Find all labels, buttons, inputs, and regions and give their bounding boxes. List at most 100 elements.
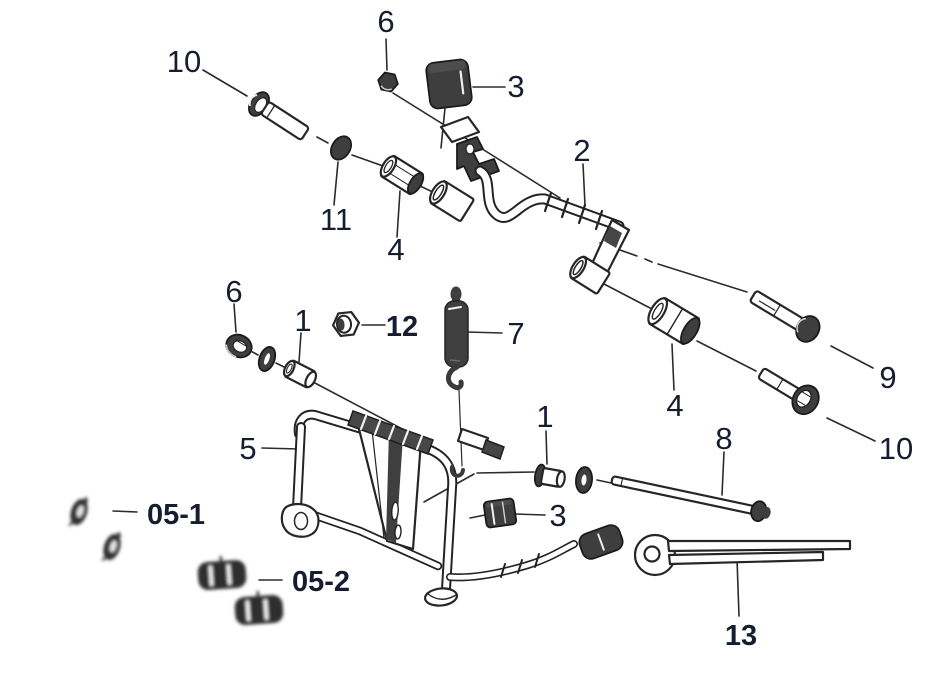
- callout-05-1: 05-1: [147, 499, 205, 531]
- spacer-end: [555, 470, 566, 488]
- nut-hex: [377, 71, 399, 93]
- bush-body: [234, 595, 284, 625]
- bush-slit-2: [226, 564, 232, 585]
- axis-c3: [312, 381, 407, 432]
- callout-7: 7: [507, 316, 524, 351]
- clip-foot: [101, 555, 107, 562]
- top-bar-hatch-3: [387, 424, 396, 441]
- leader-9: [830, 345, 874, 369]
- clip-tail: [117, 532, 121, 538]
- pedal-arm-core: [447, 541, 577, 580]
- nut-face: [232, 340, 248, 353]
- clip-foot: [68, 520, 74, 527]
- bracket-pivot-tube-left: [428, 180, 475, 222]
- bracket-pivot-tube-right: [569, 255, 611, 295]
- stand-left-foot-hole: [293, 511, 309, 531]
- clip-hole: [76, 505, 84, 518]
- spring-coil-slit-top: [448, 306, 462, 310]
- part-nut-12: [331, 310, 361, 338]
- rod-body: [610, 475, 757, 515]
- pin-upper-prong: [666, 539, 852, 553]
- callout-10-bottom: 10: [879, 431, 913, 466]
- top-bar-hatch-1: [359, 414, 368, 431]
- callout-12: 12: [386, 311, 418, 343]
- stand-left-tube-core: [294, 424, 304, 511]
- part-clip-05-1-b: [101, 532, 121, 562]
- bush-slit-1: [245, 600, 251, 621]
- part-flange-bolt-10-bottom: [757, 367, 820, 416]
- clip-tail: [84, 497, 88, 503]
- rubber-top-face: [427, 60, 466, 73]
- part-spacer-1-left: [282, 359, 318, 389]
- part-main-stand-5: [280, 409, 624, 607]
- bush-slit-2: [263, 599, 269, 620]
- leader-1-left: [298, 332, 302, 363]
- bushing-split-line: [666, 307, 684, 336]
- leader-11: [333, 161, 339, 206]
- rod-tip: [762, 506, 771, 519]
- bolt-flange-highlight: [796, 317, 807, 333]
- leader-1-right: [545, 430, 548, 465]
- part-bushing-4-right: [647, 296, 701, 346]
- callout-2: 2: [573, 133, 590, 168]
- channel-inner-edge: [371, 429, 385, 539]
- bolt-head-facet-2: [797, 400, 806, 406]
- callout-5: 5: [239, 431, 256, 466]
- spring-coil-body: [444, 300, 469, 368]
- tube-open-end: [569, 255, 588, 280]
- part-spacer-1-right: [533, 463, 566, 488]
- pedal-band-3: [534, 553, 540, 568]
- part-cap-nut-11: [329, 135, 353, 161]
- pedal-band-2: [517, 559, 523, 574]
- leader-3-bottom: [513, 513, 546, 516]
- leader-6-top: [385, 38, 388, 71]
- leader-10-bottom: [826, 417, 876, 442]
- callout-6-top: 6: [377, 4, 394, 39]
- callout-4-right: 4: [666, 388, 683, 423]
- rubber-slit-2: [501, 501, 507, 524]
- part-clip-05-1-a: [68, 497, 88, 527]
- leader-05-1: [112, 510, 138, 513]
- bushing-facet-top: [392, 162, 418, 179]
- pedal-band-1: [500, 563, 506, 578]
- leader-2: [582, 163, 586, 206]
- callout-labels: 6 10 3 2 11 4 6 1 12 7 4 9 10 5 1 8 3 05…: [147, 4, 913, 652]
- callout-6-mid: 6: [225, 274, 242, 309]
- axis-d2: [476, 471, 535, 474]
- leader-5: [261, 447, 300, 450]
- stand-right-foot-edge: [427, 593, 457, 600]
- top-bar-hatch-4: [401, 429, 410, 446]
- axis-rubber3b: [469, 514, 486, 519]
- bushing-facet-bottom: [386, 171, 412, 188]
- clip-hole: [109, 540, 117, 553]
- pad-slit: [596, 533, 606, 551]
- bracket-pipe-core: [476, 167, 623, 230]
- pipe-band-1: [543, 191, 553, 213]
- callout-05-2: 05-2: [292, 566, 350, 598]
- callout-1-right: 1: [536, 399, 553, 434]
- pipe-band-2: [560, 197, 570, 219]
- part-flange-bolt-9: [749, 290, 821, 343]
- part-return-spring-7: [444, 286, 469, 391]
- leader-8: [721, 451, 725, 496]
- part-rubber-stop-3-bottom: [482, 497, 518, 529]
- spring-anchor-hook: [449, 465, 465, 478]
- arm-dark-detail: [604, 226, 622, 248]
- rubber-slit: [459, 70, 465, 95]
- pipe-band-4: [594, 209, 604, 231]
- pipe-band-3: [577, 203, 587, 225]
- axis-dash-a: [316, 136, 329, 144]
- part-rubber-stop-3-top: [425, 58, 473, 110]
- stand-left-foot: [280, 502, 320, 538]
- bush-slit-1: [208, 565, 214, 586]
- channel-slot-1: [391, 501, 399, 521]
- stand-right-foot: [423, 587, 459, 607]
- bolt-flange-highlight: [248, 94, 258, 107]
- stand-right-tube-core: [425, 446, 456, 592]
- part-stand-bracket-2: [428, 115, 631, 295]
- nut-highlight: [380, 85, 392, 91]
- callout-8: 8: [715, 421, 732, 456]
- tube-open-end: [428, 180, 448, 205]
